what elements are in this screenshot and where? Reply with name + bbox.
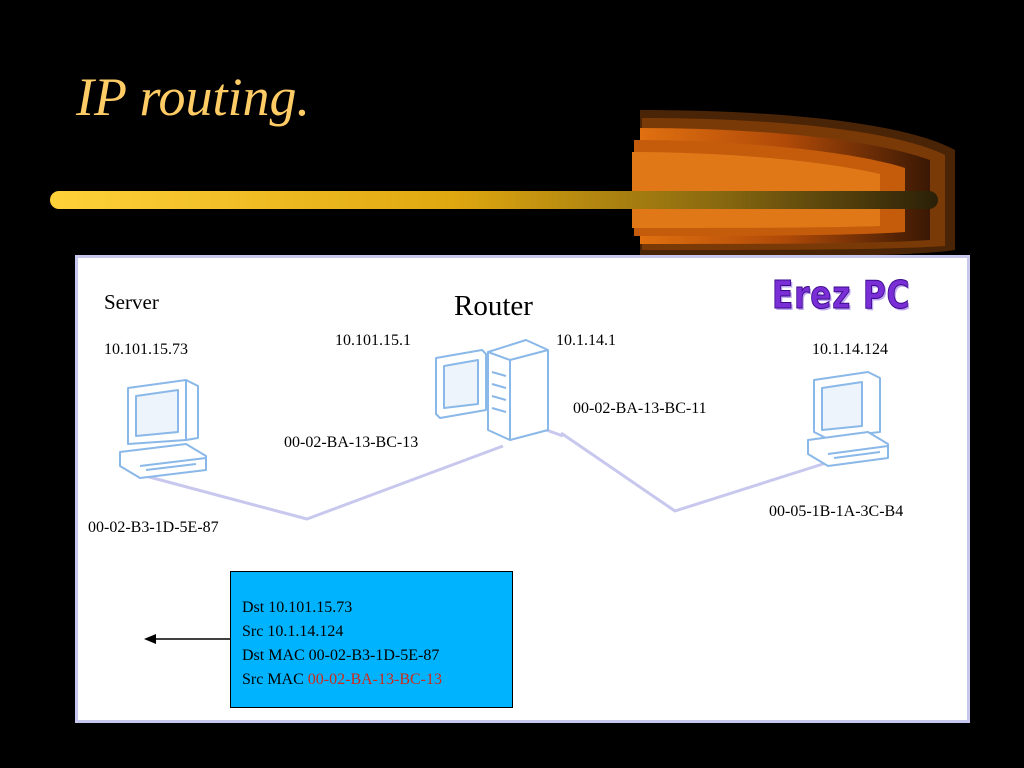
router-ip-right: 10.1.14.1 — [556, 332, 616, 349]
swoosh-shape — [632, 110, 955, 257]
link-server-router — [137, 444, 504, 521]
server-ip: 10.101.15.73 — [104, 341, 188, 358]
link-router-pc — [560, 431, 827, 513]
pc-mac: 00-05-1B-1A-3C-B4 — [769, 503, 904, 520]
packet-src-mac-label: Src MAC — [242, 671, 308, 688]
page-title: IP routing. — [76, 67, 311, 127]
title-underline-bar — [50, 191, 938, 209]
packet-src-mac: Src MAC 00-02-BA-13-BC-13 — [242, 668, 502, 692]
pc-label: Erez PC — [772, 273, 911, 317]
server-mac: 00-02-B3-1D-5E-87 — [88, 519, 219, 536]
packet-dst-ip: Dst 10.101.15.73 — [242, 599, 353, 616]
pc-ip: 10.1.14.124 — [812, 341, 888, 358]
packet-header-box: Dst 10.101.15.73 Src 10.1.14.124 Dst MAC… — [230, 571, 513, 708]
packet-src-ip: Src 10.1.14.124 — [242, 623, 344, 640]
router-ip-left: 10.101.15.1 — [335, 332, 411, 349]
server-label: Server — [104, 290, 159, 314]
packet-src-mac-value: 00-02-BA-13-BC-13 — [307, 671, 442, 688]
network-diagram-panel — [75, 255, 970, 723]
slide-decoration — [50, 110, 955, 257]
pc-computer-icon — [807, 371, 889, 467]
router-mac-left: 00-02-BA-13-BC-13 — [284, 434, 419, 451]
router-mac-right: 00-02-BA-13-BC-11 — [573, 400, 707, 417]
packet-dst-mac: Dst MAC 00-02-B3-1D-5E-87 — [242, 647, 440, 664]
packet-direction-arrow — [144, 634, 230, 644]
router-label: Router — [454, 290, 533, 322]
router-computer-icon — [435, 339, 549, 441]
server-computer-icon — [119, 379, 207, 479]
